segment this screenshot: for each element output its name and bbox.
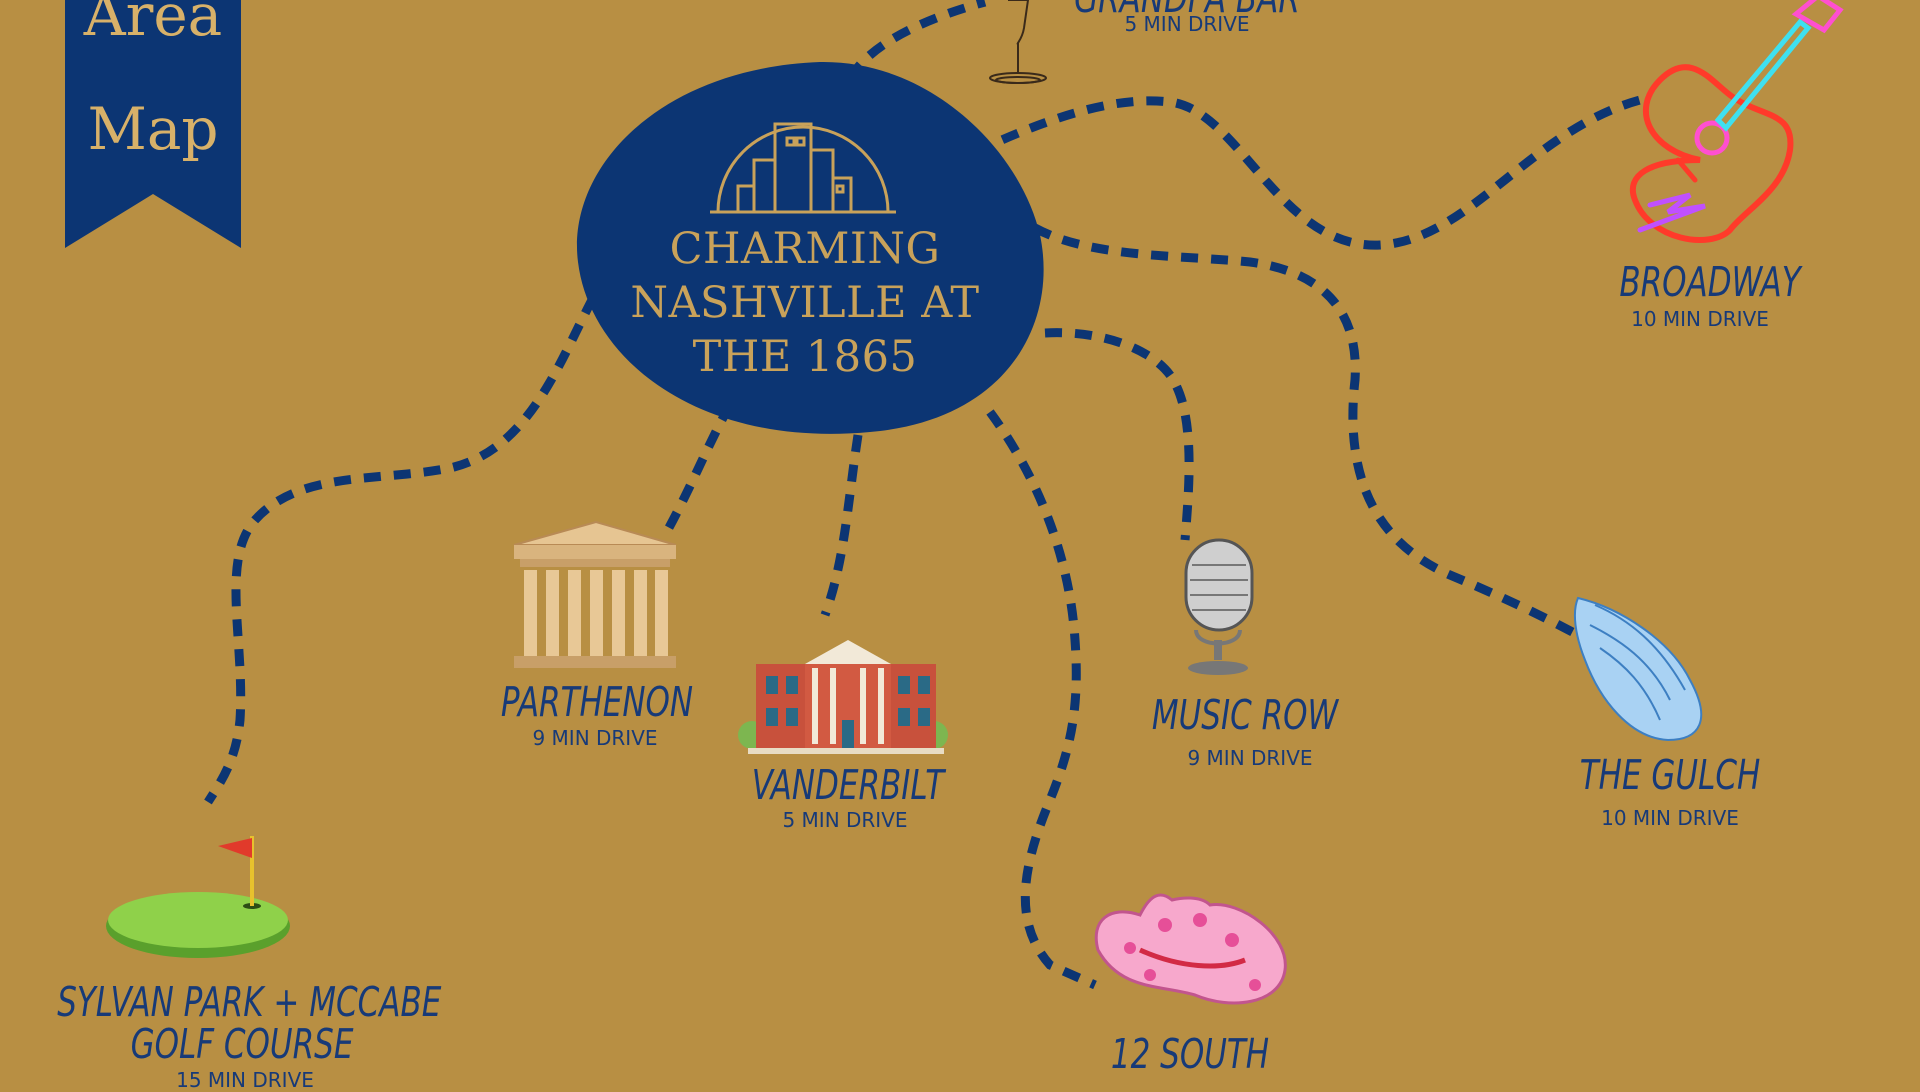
center-location-title: CHARMING NASHVILLE AT THE 1865 [600, 222, 1010, 384]
route-grandpa [846, 0, 987, 81]
center-title-line: NASHVILLE AT [630, 278, 980, 328]
angel-wing-icon [1573, 596, 1703, 742]
place-drive-musicrow: 9 MIN DRIVE [1187, 746, 1313, 770]
route-parthenon [661, 402, 734, 538]
route-gulch [1032, 224, 1581, 639]
route-sylvan [204, 295, 597, 805]
route-twelvesouth [986, 409, 1097, 990]
place-drive-grandpa: 5 MIN DRIVE [1124, 12, 1250, 36]
golf-green-icon [106, 836, 290, 958]
banner-line-area: Area [83, 0, 223, 49]
place-drive-gulch: 10 MIN DRIVE [1601, 806, 1739, 830]
place-name-musicrow: MUSIC ROW [1151, 691, 1339, 739]
place-drive-sylvan: 15 MIN DRIVE [176, 1068, 314, 1092]
place-drive-parthenon: 9 MIN DRIVE [532, 726, 658, 750]
center-title-line: CHARMING [669, 224, 941, 274]
wine-glass-icon [989, 0, 1047, 84]
pink-cowboy-hat-icon [1094, 893, 1287, 1005]
center-location-blob [576, 61, 1044, 434]
place-drive-broadway: 10 MIN DRIVE [1631, 307, 1769, 331]
place-name-vanderbilt: VANDERBILT [751, 761, 945, 809]
parthenon-icon [513, 520, 677, 668]
neon-guitar-icon [1629, 0, 1844, 243]
place-name-gulch: THE GULCH [1579, 751, 1761, 799]
route-musicrow [1044, 328, 1194, 541]
place-name-grandpa: GRANDPA BAR [1061, 0, 1313, 19]
university-building-icon [738, 640, 948, 754]
route-vanderbilt [820, 434, 863, 617]
place-name-twelvesouth: 12 SOUTH [1110, 1030, 1270, 1078]
place-name-sylvan-line1: SYLVAN PARK + MCCABE [57, 978, 442, 1026]
area-map-banner [65, 0, 241, 248]
cityscape-logo-icon [710, 122, 896, 214]
place-drive-vanderbilt: 5 MIN DRIVE [782, 808, 908, 832]
place-name-parthenon: PARTHENON [500, 678, 694, 726]
microphone-icon [1184, 538, 1254, 675]
place-name-broadway: BROADWAY [1619, 258, 1801, 306]
banner-line-map: Map [87, 95, 219, 163]
place-name-sylvan-line2: GOLF COURSE [130, 1020, 354, 1068]
center-title-line: THE 1865 [692, 332, 918, 382]
route-broadway [973, 95, 1642, 250]
